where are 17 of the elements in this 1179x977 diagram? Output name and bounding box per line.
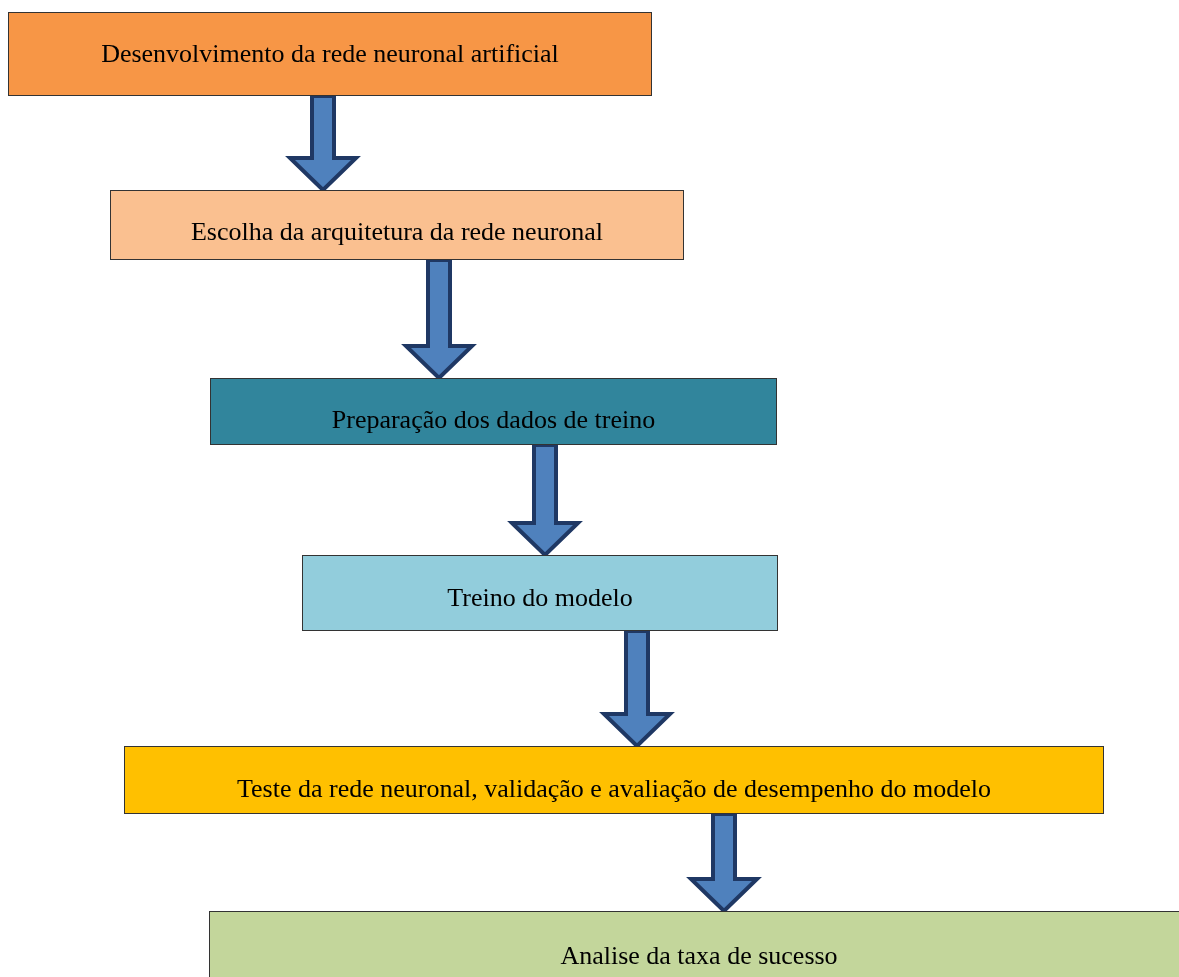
step-label: Analise da taxa de sucesso — [560, 941, 838, 971]
block-arrow — [507, 443, 583, 558]
block-arrow — [599, 629, 675, 749]
process-box — [209, 911, 1179, 977]
step-label: Treino do modelo — [447, 583, 633, 613]
block-arrow — [401, 258, 477, 381]
process-box — [302, 555, 778, 631]
step-label: Desenvolvimento da rede neuronal artificial — [101, 39, 559, 69]
process-box — [8, 12, 652, 96]
block-arrow — [285, 94, 361, 193]
process-box — [210, 378, 777, 445]
step-label: Teste da rede neuronal, validação e avaliação de desempenho do modelo — [237, 774, 991, 804]
block-arrow — [686, 812, 762, 914]
step-label: Preparação dos dados de treino — [331, 404, 656, 435]
step-label: Escolha da arquitetura da rede neuronal — [190, 217, 604, 247]
process-box — [124, 746, 1104, 814]
process-box — [110, 190, 684, 260]
